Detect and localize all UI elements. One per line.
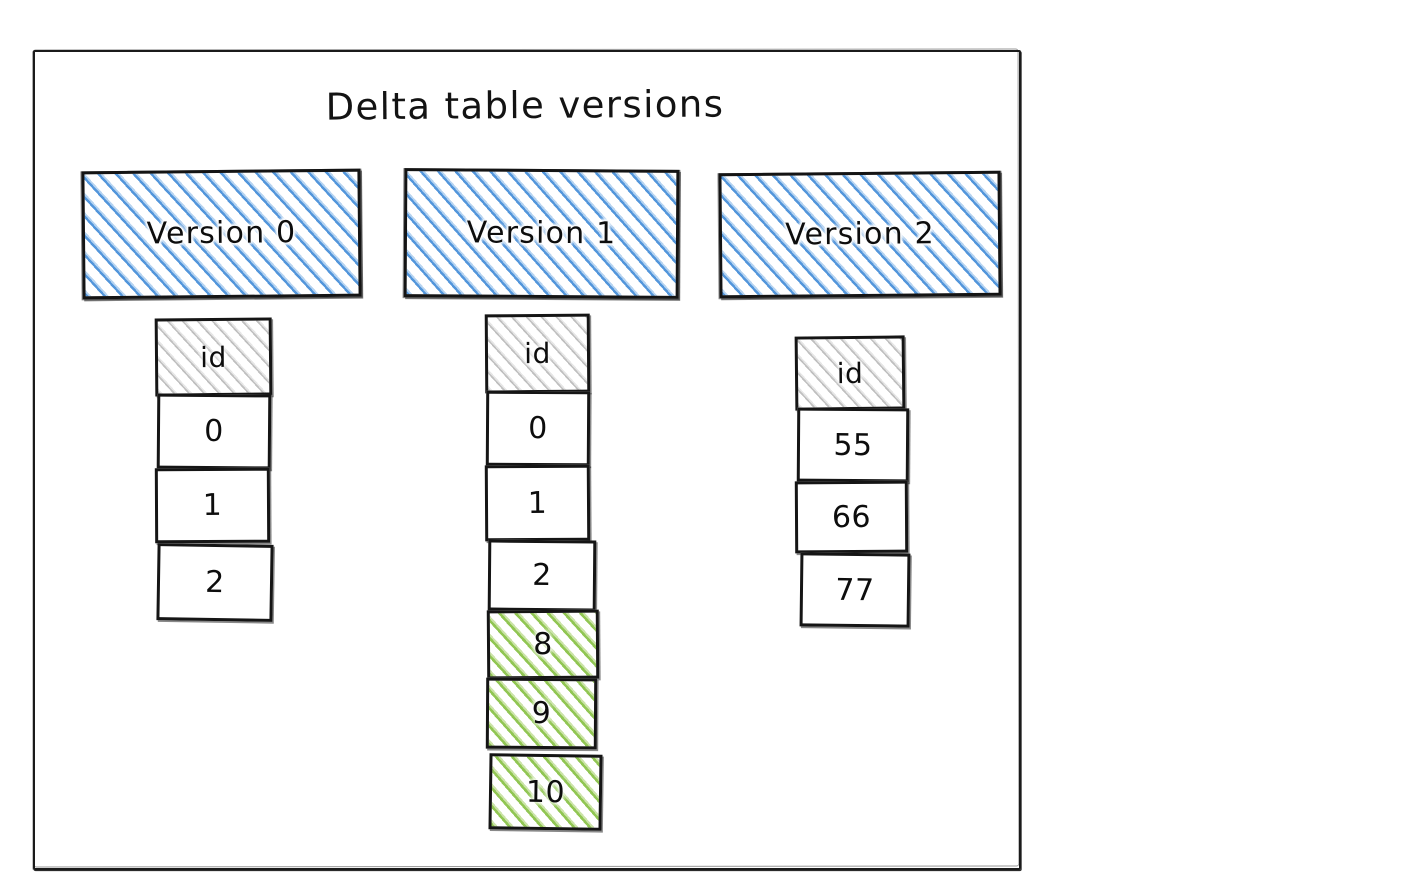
table-row: 66 [794,480,909,554]
table-header-cell: id [794,335,906,411]
cell-value: 8 [533,626,553,663]
version-banner-1: Version 1 [403,168,680,299]
table-header-cell: id [484,313,591,394]
column-header-label: id [524,336,551,371]
table-row: 2 [156,543,274,622]
table-row: 2 [487,539,597,612]
version-banner-0: Version 0 [81,168,362,300]
table-row-highlighted: 10 [488,753,603,831]
column-header-label: id [200,340,227,374]
cell-value: 66 [831,499,872,535]
cell-value: 0 [204,413,224,450]
cell-value: 1 [202,487,223,524]
table-row: 55 [796,407,910,483]
table-row: 0 [485,390,591,467]
cell-value: 2 [532,557,552,594]
cell-value: 2 [204,564,226,601]
diagram-title: Delta table versions [325,82,725,129]
cell-value: 9 [531,695,552,732]
version-banner-2: Version 2 [718,170,1002,299]
column-header-label: id [836,356,864,390]
table-row-highlighted: 8 [486,609,600,680]
cell-value: 1 [527,485,548,521]
table-row: 0 [156,393,272,470]
diagram-outer-frame [33,50,1021,870]
table-row: 1 [154,467,271,544]
table-row: 1 [484,464,591,542]
table-row: 77 [799,552,911,628]
version-banner-label-0: Version 0 [146,215,297,252]
cell-value: 10 [525,774,566,810]
table-row-highlighted: 9 [485,677,598,750]
version-banner-label-1: Version 1 [466,214,617,251]
cell-value: 0 [528,410,548,447]
version-banner-label-2: Version 2 [784,215,936,252]
cell-value: 55 [833,427,873,463]
table-header-cell: id [154,317,273,397]
cell-value: 77 [835,572,875,608]
